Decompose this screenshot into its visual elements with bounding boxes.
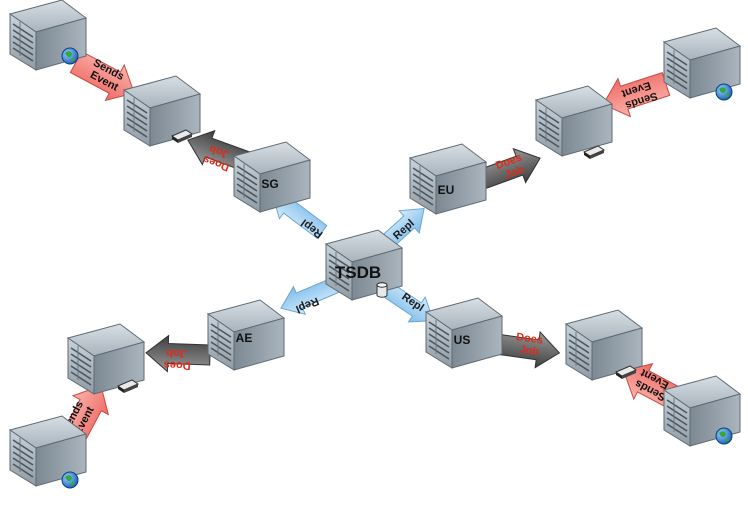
client-server-top-right — [663, 27, 741, 101]
region-server-sg: SG — [233, 141, 311, 213]
worker-server-us — [565, 309, 643, 381]
job-label-us-line1: Does — [515, 331, 543, 347]
region-server-us: US — [425, 297, 503, 369]
region-server-ae: AE — [207, 299, 285, 371]
job-label-us-line2: Job — [519, 344, 540, 359]
server-icon — [535, 85, 613, 157]
database-icon — [376, 282, 388, 298]
repl-arrow-us: Repl — [376, 278, 435, 323]
globe-icon — [715, 427, 733, 445]
job-arrow-ae: Does Job — [145, 334, 211, 373]
hub-label: TSDB — [335, 263, 381, 282]
region-label-ae: AE — [236, 331, 253, 345]
region-label-eu: EU — [438, 183, 455, 197]
svg-text:Does Job: Does Job — [161, 346, 192, 371]
region-label-us: US — [454, 333, 471, 347]
region-label-sg: SG — [261, 177, 278, 191]
server-icon — [409, 143, 487, 215]
globe-icon — [715, 83, 733, 101]
client-server-bottom-left — [9, 415, 87, 489]
worker-server-ae — [67, 323, 145, 395]
svg-text:Does Job: Does Job — [514, 331, 547, 359]
worker-server-sg — [123, 75, 201, 147]
client-server-top-left — [9, 0, 87, 71]
globe-icon — [61, 47, 79, 65]
globe-icon — [61, 471, 79, 489]
worker-server-eu — [535, 85, 613, 160]
hub-server-tsdb: TSDB — [325, 229, 403, 301]
region-server-eu: EU — [409, 143, 487, 215]
job-label-ae-line1: Does — [164, 359, 191, 372]
client-server-bottom-right — [663, 375, 741, 447]
job-arrow-us: Does Job — [494, 330, 561, 369]
job-label-ae-line2: Job — [166, 347, 186, 360]
